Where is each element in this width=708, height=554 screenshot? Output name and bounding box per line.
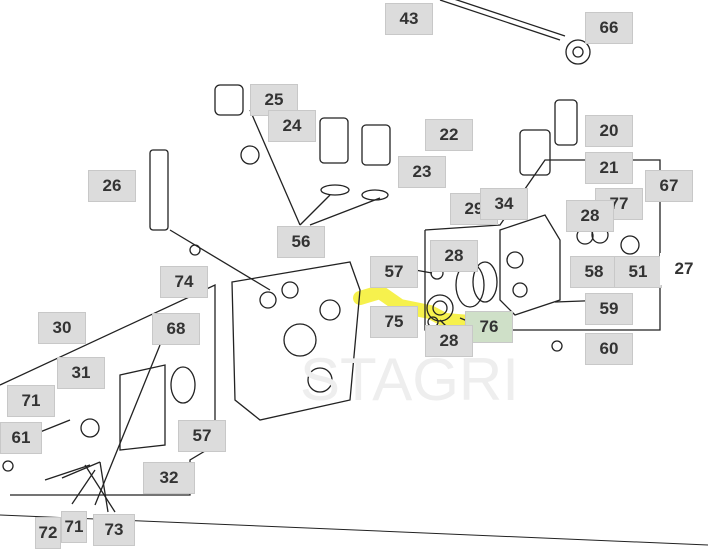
- callout-57[interactable]: 57: [370, 256, 418, 288]
- callout-32[interactable]: 32: [143, 462, 195, 494]
- callout-28[interactable]: 28: [425, 325, 473, 357]
- callout-59[interactable]: 59: [585, 293, 633, 325]
- callout-43[interactable]: 43: [385, 3, 433, 35]
- callout-20[interactable]: 20: [585, 115, 633, 147]
- callout-74[interactable]: 74: [160, 266, 208, 298]
- callout-66[interactable]: 66: [585, 12, 633, 44]
- callout-71[interactable]: 71: [61, 511, 87, 543]
- callout-58[interactable]: 58: [570, 256, 618, 288]
- callout-51[interactable]: 51: [614, 256, 662, 288]
- callout-57[interactable]: 57: [178, 420, 226, 452]
- callout-71[interactable]: 71: [7, 385, 55, 417]
- callout-24[interactable]: 24: [268, 110, 316, 142]
- callout-23[interactable]: 23: [398, 156, 446, 188]
- callout-56[interactable]: 56: [277, 226, 325, 258]
- callout-76[interactable]: 76: [465, 311, 513, 343]
- callout-67[interactable]: 67: [645, 170, 693, 202]
- callout-72[interactable]: 72: [35, 517, 61, 549]
- callout-75[interactable]: 75: [370, 306, 418, 338]
- watermark: STAGRI: [300, 346, 519, 413]
- callout-28[interactable]: 28: [566, 200, 614, 232]
- callout-27[interactable]: 27: [660, 253, 708, 285]
- callout-68[interactable]: 68: [152, 313, 200, 345]
- callout-30[interactable]: 30: [38, 312, 86, 344]
- callout-28[interactable]: 28: [430, 240, 478, 272]
- callout-21[interactable]: 21: [585, 152, 633, 184]
- callout-61[interactable]: 61: [0, 422, 42, 454]
- callout-73[interactable]: 73: [93, 514, 135, 546]
- callout-26[interactable]: 26: [88, 170, 136, 202]
- callout-60[interactable]: 60: [585, 333, 633, 365]
- callout-31[interactable]: 31: [57, 357, 105, 389]
- callout-34[interactable]: 34: [480, 188, 528, 220]
- callout-22[interactable]: 22: [425, 119, 473, 151]
